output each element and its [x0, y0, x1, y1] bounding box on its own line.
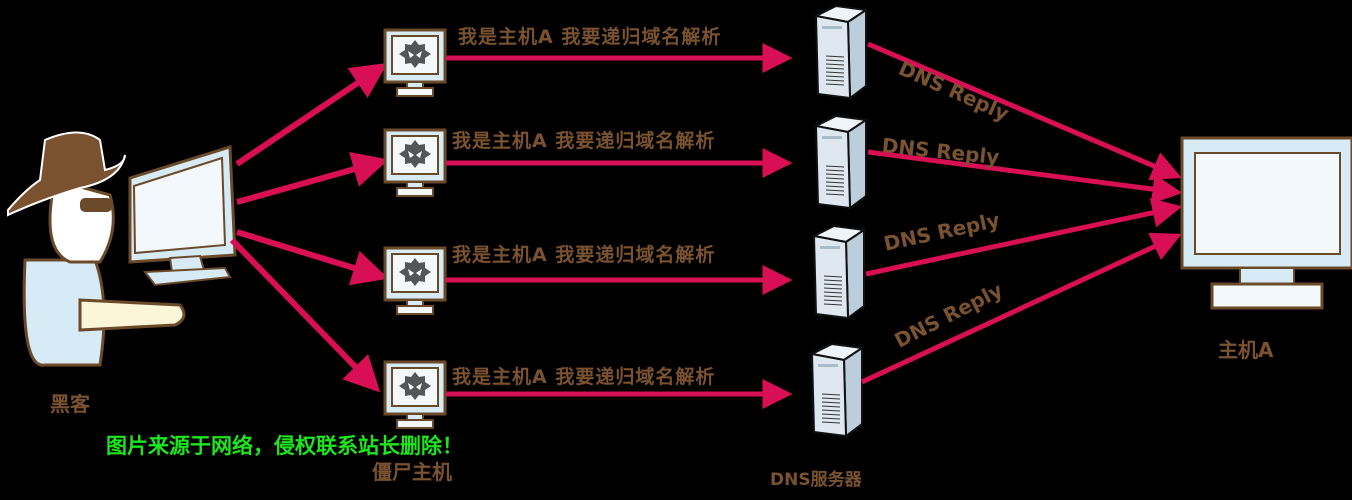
- bot-computer-icon: [383, 28, 447, 98]
- query-arrows: [446, 43, 793, 409]
- attacker-label: 黑客: [50, 392, 90, 416]
- bot-computer-icon: [383, 360, 447, 430]
- reply-arrow: [860, 232, 1182, 385]
- dns-servers-caption: DNS服务器: [770, 470, 862, 490]
- sunglasses-icon: [80, 198, 112, 212]
- dns-server-icon: [813, 225, 865, 319]
- command-arrow: [229, 237, 381, 393]
- reply-arrow: [867, 41, 1182, 180]
- victim-monitor-icon: [1180, 136, 1352, 310]
- attacker-monitor-icon: [128, 144, 237, 287]
- reply-arrow: [865, 198, 1183, 277]
- reply-arrows: [860, 41, 1183, 385]
- attacker-body: [22, 258, 106, 367]
- bot-request-label: 我是主机A 我要递归域名解析: [452, 130, 716, 152]
- attacker-arm: [78, 298, 186, 332]
- bot-request-label: 我是主机A 我要递归域名解析: [458, 26, 722, 48]
- bot-request-label: 我是主机A 我要递归域名解析: [452, 366, 716, 388]
- bot-computer-icon: [383, 246, 447, 316]
- dns-server-icon: [815, 5, 867, 99]
- watermark-text: 图片来源于网络，侵权联系站长删除！: [106, 434, 463, 458]
- victim-label: 主机A: [1218, 338, 1274, 362]
- attacker-figure: [7, 131, 186, 367]
- command-arrows: [229, 62, 389, 393]
- bot-request-label: 我是主机A 我要递归域名解析: [452, 244, 716, 266]
- dns-server-icon: [811, 343, 863, 437]
- bot-computer-icon: [383, 128, 447, 198]
- command-arrow: [236, 229, 389, 286]
- command-arrow: [235, 62, 388, 167]
- hat-icon: [7, 131, 126, 217]
- bots-caption: 僵尸主机: [372, 460, 452, 484]
- command-arrow: [236, 151, 389, 205]
- reply-arrow: [867, 149, 1183, 204]
- dns-server-icon: [815, 115, 867, 209]
